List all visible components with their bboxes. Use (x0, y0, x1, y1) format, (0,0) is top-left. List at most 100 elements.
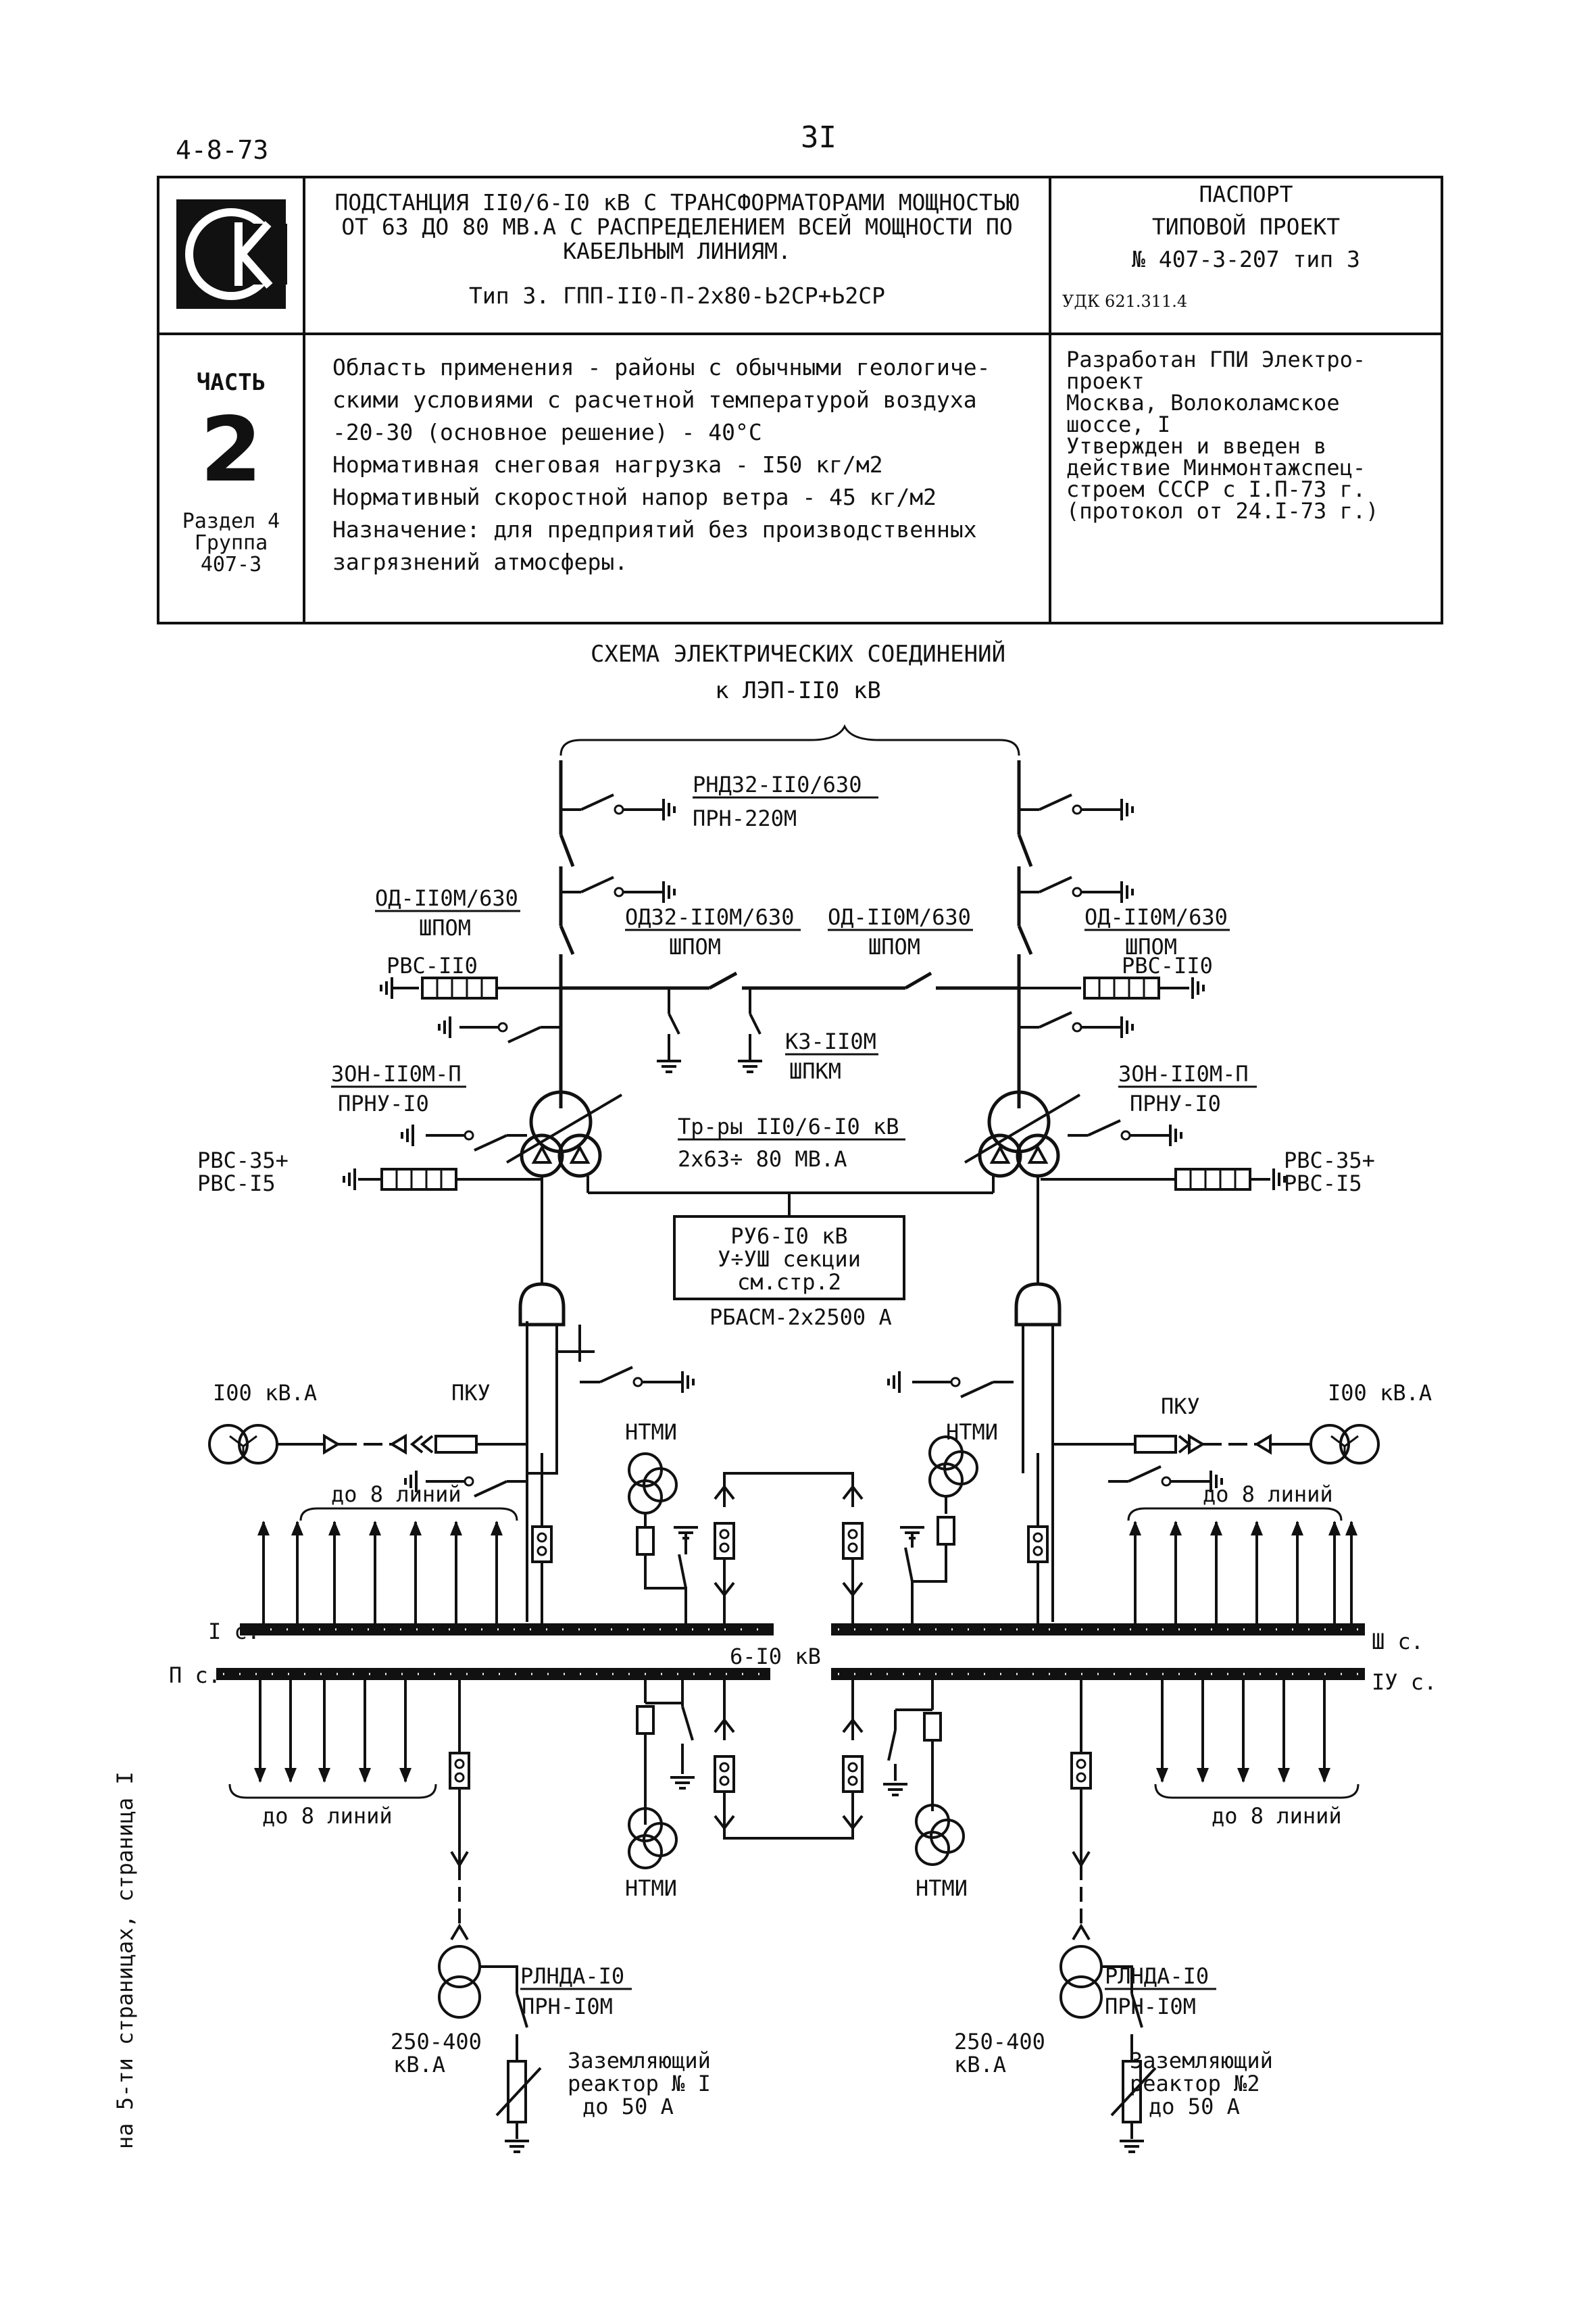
ntmi-upper-right-label: НТМИ (946, 1419, 998, 1445)
scope-line: Назначение: для предприятий без производ… (332, 516, 977, 543)
lines-lower-right-label: до 8 линий (1212, 1803, 1342, 1829)
page-number: 3I (801, 120, 837, 155)
title-line-3: КАБЕЛЬНЫМ ЛИНИЯМ. (563, 238, 791, 264)
dev-line: Разработан ГПИ Электро- (1066, 347, 1366, 372)
pku-right-label: ПКУ (1161, 1394, 1200, 1419)
feeders-upper-left (256, 1519, 504, 1625)
reactor-right-line-1: Заземляющий (1130, 2048, 1273, 2073)
odz-label: ОДЗ2-II0М/630 (625, 904, 794, 930)
developer-cell: Разработан ГПИ Электро- проект Москва, В… (1049, 333, 1443, 624)
ru-label-2: У÷УШ секции (718, 1246, 861, 1272)
passport-cell: ПАСПОРТ ТИПОВОЙ ПРОЕКТ № 407-3-207 тип 3… (1049, 176, 1443, 335)
udk-code: УДК 621.311.4 (1062, 292, 1188, 311)
pku-left-label: ПКУ (451, 1380, 491, 1406)
title-cell: ПОДСТАНЦИЯ II0/6-I0 кВ С ТРАНСФОРМАТОРАМ… (303, 176, 1051, 335)
part-label: ЧАСТЬ (196, 369, 266, 396)
od-center-label: ОД-II0М/630 (828, 904, 971, 930)
prn10-left-label: ПРН-I0М (522, 1994, 613, 2019)
title-line-2: ОТ 63 ДО 80 МВ.А С РАСПРЕДЕЛЕНИЕМ ВСЕЙ М… (341, 214, 1013, 240)
prn10-right-label: ПРН-I0М (1105, 1994, 1196, 2019)
rnd-label: РНДЗ2-II0/630 (693, 772, 862, 797)
rvs35-right-label: РВС-35+ (1284, 1148, 1375, 1173)
rvs-left-label: РВС-II0 (386, 953, 478, 979)
part-number: 2 (200, 398, 262, 502)
scheme-title: СХЕМА ЭЛЕКТРИЧЕСКИХ СОЕДИНЕНИЙ (590, 641, 1006, 668)
dev-line: действие Минмонтажспец- (1066, 455, 1366, 481)
prnu-right-label: ПРНУ-I0 (1130, 1091, 1221, 1116)
kz-label: КЗ-II0М (785, 1029, 876, 1054)
scope-line: Нормативная снеговая нагрузка - I50 кг/м… (332, 451, 883, 478)
ru-label-1: РУ6-I0 кВ (730, 1223, 847, 1249)
project-label: ТИПОВОЙ ПРОЕКТ (1151, 214, 1341, 240)
dev-line: проект (1066, 368, 1145, 394)
shpom-right-label: ШПОМ (1125, 934, 1177, 960)
prn220-label: ПРН-220М (693, 806, 797, 831)
sk-logo-icon: СК (174, 196, 287, 309)
rvs-right-label: РВС-II0 (1122, 953, 1213, 979)
power-left-unit: кВ.А (393, 2052, 445, 2077)
ntmi-lower-right-label: НТМИ (916, 1875, 968, 1901)
power-left-label: 250-400 (391, 2029, 482, 2054)
lines-upper-right-label: до 8 линий (1203, 1481, 1333, 1507)
reactor-left-line-1: Заземляющий (568, 2048, 711, 2073)
rvs35-left-label: РВС-35+ (197, 1148, 289, 1173)
section-1-label: I с. (208, 1619, 260, 1644)
project-number: № 407-3-207 тип 3 (1132, 246, 1360, 272)
kva-right-label: I00 кВ.А (1328, 1380, 1432, 1406)
scope-cell: Область применения - районы с обычными г… (303, 333, 1051, 624)
ru-label-3: см.стр.2 (737, 1269, 841, 1295)
group-number: 407-3 (200, 553, 262, 576)
scope-line: -20-30 (основное решение) - 40°С (332, 419, 762, 445)
section-3-label: Ш с. (1372, 1629, 1424, 1654)
section-label: Раздел 4 (182, 510, 280, 533)
tr-label: Тр-ры II0/6-I0 кВ (678, 1114, 899, 1139)
rlnd-right-label: РЛНДА-I0 (1105, 1963, 1209, 1989)
rvs15-right-label: РВС-I5 (1284, 1171, 1362, 1196)
ntmi-upper-left-label: НТМИ (625, 1419, 677, 1445)
kva-left-label: I00 кВ.А (213, 1380, 317, 1406)
dev-line: Москва, Волоколамское (1066, 390, 1340, 416)
feeders-lower-left (253, 1679, 413, 1784)
rbasm-label: РБАСМ-2х2500 А (709, 1304, 892, 1330)
feeders-lower-right (1155, 1679, 1332, 1784)
zon-right-label: ЗОН-II0М-П (1118, 1061, 1249, 1087)
reactor-right-line-2: реактор №2 (1130, 2071, 1260, 2096)
shpom-c1-label: ШПОМ (669, 934, 721, 960)
prnu-left-label: ПРНУ-I0 (338, 1091, 429, 1116)
ntmi-lower-left-label: НТМИ (625, 1875, 677, 1901)
reactor-right-line-3: до 50 А (1149, 2094, 1240, 2119)
title-line-1: ПОДСТАНЦИЯ II0/6-I0 кВ С ТРАНСФОРМАТОРАМ… (334, 189, 1020, 216)
od-right-label: ОД-II0М/630 (1084, 904, 1228, 930)
lines-upper-left-label: до 8 линий (331, 1481, 462, 1507)
bus-voltage-label: 6-I0 кВ (730, 1644, 821, 1669)
power-right-unit: кВ.А (954, 2052, 1006, 2077)
side-note: на 5-ти страницах, страница I (112, 1771, 138, 2149)
passport-label: ПАСПОРТ (1199, 181, 1293, 207)
lines-lower-left-label: до 8 линий (262, 1803, 393, 1829)
shpom-left-label: ШПОМ (419, 915, 471, 941)
scope-line: загрязнений атмосферы. (332, 549, 628, 575)
tr-power-label: 2х63÷ 80 МВ.А (678, 1146, 847, 1172)
scheme-subtitle: к ЛЭП-II0 кВ (715, 677, 881, 704)
power-right-label: 250-400 (954, 2029, 1045, 2054)
reactor-left-line-2: реактор № I (568, 2071, 711, 2096)
zon-left-label: ЗОН-II0М-П (331, 1061, 462, 1087)
part-cell: ЧАСТЬ 2 Раздел 4 Группа 407-3 (157, 333, 305, 624)
dev-line: (протокол от 24.I-73 г.) (1066, 498, 1379, 524)
dev-line: Утвержден и введен в (1066, 433, 1327, 459)
rlnd-left-label: РЛНДА-I0 (520, 1963, 624, 1989)
od-left-label: ОД-II0М/630 (375, 885, 518, 911)
section-2-label: П с. (169, 1663, 221, 1688)
type-line: Тип 3. ГПП-II0-П-2х80-Ь2СР+Ь2СР (469, 282, 885, 309)
dev-line: строем СССР с I.П-73 г. (1066, 476, 1366, 502)
scope-line: Область применения - районы с обычными г… (332, 354, 991, 380)
shpom-c2-label: ШПОМ (868, 934, 920, 960)
section-4-label: IУ с. (1372, 1669, 1437, 1695)
feeders-upper-right (1128, 1519, 1359, 1625)
dev-line: шоссе, I (1066, 412, 1171, 437)
group-label: Группа (194, 531, 268, 555)
shpkm-label: ШПКМ (789, 1058, 841, 1084)
document-code: 4-8-73 (176, 135, 269, 165)
